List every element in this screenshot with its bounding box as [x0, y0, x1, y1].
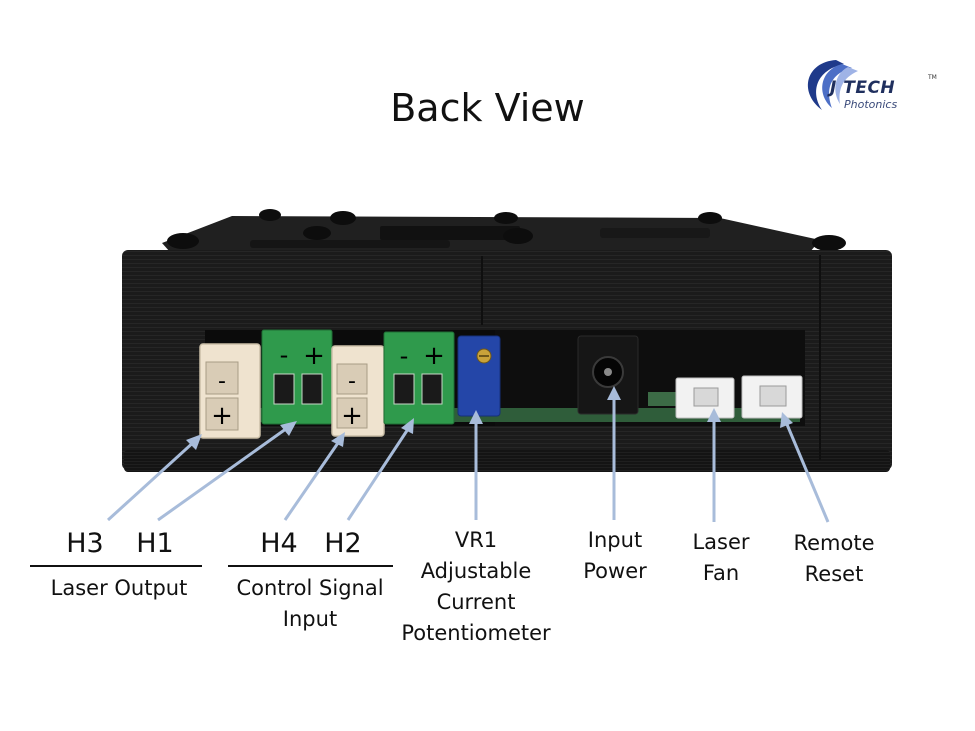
- label-laser-fan-line2: Fan: [702, 561, 740, 585]
- logo-wordmark: J TECH: [830, 78, 896, 98]
- label-remote-reset-line2: Reset: [804, 562, 864, 586]
- h2-plus: +: [423, 341, 445, 371]
- h2-minus: -: [400, 342, 409, 370]
- label-h4: H4: [260, 528, 298, 559]
- label-laser-output: Laser Output: [50, 576, 188, 600]
- h3-plus: +: [211, 401, 233, 431]
- label-control-signal: Control Signal Input: [225, 573, 395, 635]
- h4-plus: +: [341, 401, 363, 431]
- label-laser-fan-line1: Laser: [692, 530, 750, 554]
- laser-output-rule: [30, 565, 202, 567]
- label-vr1-line4: Potentiometer: [401, 621, 551, 645]
- logo-subtitle: Photonics: [844, 98, 898, 111]
- h3-connector: [199, 343, 261, 439]
- label-input-power: Input Power: [570, 525, 660, 587]
- h1-terminal-block: [261, 329, 333, 425]
- laser-fan-connector: [675, 377, 735, 419]
- h4-minus: -: [348, 369, 356, 394]
- page-title: Back View: [390, 86, 585, 130]
- h1-minus: -: [280, 341, 289, 369]
- label-control-signal-line2: Input: [282, 607, 338, 631]
- label-vr1-line3: Current: [436, 590, 516, 614]
- pcb-component: [648, 392, 676, 406]
- label-vr1-line2: Adjustable: [420, 559, 532, 583]
- label-remote-reset: Remote Reset: [780, 528, 888, 590]
- h2-terminal-block: [383, 331, 455, 425]
- h4-connector: [331, 345, 385, 437]
- screws: [167, 209, 846, 251]
- remote-reset-connector: [741, 375, 803, 419]
- label-h1: H1: [136, 528, 174, 559]
- power-jack: [577, 335, 639, 415]
- label-control-signal-line1: Control Signal: [236, 576, 384, 600]
- control-signal-rule: [228, 565, 393, 567]
- top-plate: [162, 216, 820, 252]
- vr1-potentiometer: [457, 335, 501, 417]
- label-h3: H3: [66, 528, 104, 559]
- label-input-power-line2: Power: [583, 559, 647, 583]
- j-tech-logo: J TECH TM Photonics: [796, 52, 946, 122]
- callout-arrows: [106, 386, 830, 523]
- label-vr1-line1: VR1: [454, 528, 498, 552]
- h1-plus: +: [303, 341, 325, 371]
- label-remote-reset-line1: Remote: [793, 531, 875, 555]
- label-input-power-line1: Input: [587, 528, 643, 552]
- label-vr1: VR1 Adjustable Current Potentiometer: [394, 525, 558, 649]
- label-h2: H2: [324, 528, 362, 559]
- label-laser-fan: Laser Fan: [676, 527, 766, 589]
- logo-trademark: TM: [928, 74, 937, 81]
- logo-swoosh-icon: [807, 60, 858, 110]
- h3-minus: -: [218, 369, 226, 394]
